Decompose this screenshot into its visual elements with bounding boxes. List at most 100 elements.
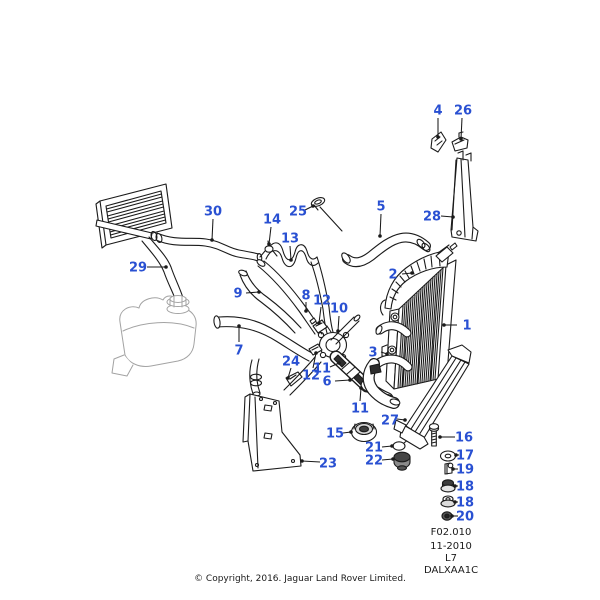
part-callout-8[interactable]: 8	[301, 289, 311, 313]
svg-text:23: 23	[319, 457, 337, 472]
part-callout-23[interactable]: 23	[300, 457, 337, 472]
svg-text:15: 15	[326, 427, 344, 442]
part-callout-24[interactable]: 24	[282, 355, 300, 380]
diagram-line-art	[95, 131, 479, 521]
part-callout-27[interactable]: 27	[381, 414, 407, 429]
hose-13-drawing	[265, 242, 334, 334]
hose-9-drawing	[238, 269, 302, 334]
bush-18a-drawing	[440, 479, 456, 493]
hose-29-drawing	[141, 236, 185, 305]
bush-18b-drawing	[440, 495, 456, 508]
svg-text:20: 20	[456, 510, 474, 525]
svg-text:7: 7	[234, 344, 243, 359]
part-callout-12[interactable]: 12	[313, 294, 331, 325]
bleed-rod-25-drawing	[310, 197, 343, 232]
svg-text:30: 30	[204, 205, 222, 220]
feed-stub-drawing	[249, 358, 263, 397]
radiator-bottom-hose-drawing	[362, 358, 401, 409]
hose-8-drawing	[256, 259, 322, 335]
svg-text:10: 10	[330, 302, 348, 317]
part-callout-29[interactable]: 29	[129, 261, 168, 276]
svg-text:21: 21	[365, 441, 383, 456]
part-callout-19[interactable]: 19	[451, 463, 474, 478]
ring-21-drawing	[392, 440, 408, 451]
svg-text:19: 19	[456, 463, 474, 478]
drawing-catalog-code: DALXAA1C	[424, 565, 478, 576]
bleed-pipe-10-drawing	[330, 314, 361, 345]
svg-text:27: 27	[381, 414, 399, 429]
svg-text:4: 4	[433, 104, 442, 119]
svg-text:9: 9	[233, 287, 242, 302]
part-callout-1[interactable]: 1	[442, 319, 472, 334]
svg-text:14: 14	[263, 213, 281, 228]
hose-7-drawing	[213, 315, 313, 362]
part-callout-11[interactable]: 11	[313, 361, 341, 377]
part-callout-20[interactable]: 20	[450, 510, 474, 525]
svg-text:11: 11	[313, 362, 331, 377]
radiator-drawing	[380, 242, 458, 390]
part-callout-18[interactable]: 18	[453, 496, 474, 511]
part-callout-25[interactable]: 25	[289, 204, 315, 220]
svg-text:24: 24	[282, 355, 300, 370]
part-callout-17[interactable]: 17	[454, 449, 474, 464]
bolt-16-drawing	[428, 423, 440, 447]
part-callout-28[interactable]: 28	[423, 210, 455, 225]
shield-23-drawing	[242, 393, 302, 472]
expansion-tank-drawing	[111, 295, 197, 377]
nut-20-drawing	[441, 511, 453, 521]
svg-text:11: 11	[351, 402, 369, 417]
svg-text:22: 22	[365, 454, 383, 469]
part-callout-22[interactable]: 22	[365, 454, 395, 469]
svg-text:28: 28	[423, 210, 441, 225]
washer-17-drawing	[439, 450, 457, 462]
oil-cooler-drawing	[95, 183, 173, 249]
svg-text:6: 6	[322, 375, 331, 390]
svg-text:12: 12	[313, 294, 331, 309]
drawing-date: 11-2010	[430, 541, 472, 552]
svg-text:16: 16	[455, 431, 473, 446]
svg-text:29: 29	[129, 261, 147, 276]
part-callout-26[interactable]: 26	[454, 104, 472, 141]
svg-text:26: 26	[454, 104, 472, 119]
part-callout-15[interactable]: 15	[326, 427, 353, 442]
part-callout-11[interactable]: 11	[351, 386, 369, 417]
part-callout-7[interactable]: 7	[234, 324, 244, 359]
part-callout-21[interactable]: 21	[365, 441, 394, 456]
part-callout-3[interactable]: 3	[368, 346, 389, 361]
copyright-notice: © Copyright, 2016. Jaguar Land Rover Lim…	[194, 574, 406, 584]
part-callout-14[interactable]: 14	[263, 213, 281, 246]
svg-text:25: 25	[289, 205, 307, 220]
hose-behind-shield-drawing	[283, 356, 322, 396]
part-callout-16[interactable]: 16	[438, 431, 473, 446]
part-callout-18[interactable]: 18	[453, 480, 474, 495]
hose-5-drawing	[341, 232, 431, 268]
part-callout-30[interactable]: 30	[204, 205, 222, 242]
bracket-28-drawing	[450, 150, 479, 242]
hose-30-drawing	[155, 232, 263, 263]
svg-text:3: 3	[368, 346, 377, 361]
part-callout-4[interactable]: 4	[433, 104, 443, 139]
svg-text:13: 13	[281, 232, 299, 247]
part-callout-6[interactable]: 6	[322, 375, 352, 390]
drawing-model-code: L7	[445, 553, 457, 564]
svg-text:18: 18	[456, 496, 474, 511]
part-callout-5[interactable]: 5	[376, 200, 386, 238]
svg-text:2: 2	[388, 268, 397, 283]
part-callout-9[interactable]: 9	[233, 287, 261, 302]
svg-text:8: 8	[301, 289, 310, 304]
plug-22-drawing	[393, 451, 411, 471]
part-callout-2[interactable]: 2	[388, 268, 414, 283]
grommet-15-drawing	[350, 421, 378, 443]
part-callout-10[interactable]: 10	[330, 302, 348, 333]
svg-text:12: 12	[302, 369, 320, 384]
svg-text:18: 18	[456, 480, 474, 495]
deflector-27-drawing	[393, 344, 472, 450]
drawing-number: F02.010	[431, 527, 472, 538]
part-callout-12[interactable]: 12	[302, 351, 320, 384]
svg-text:1: 1	[462, 319, 471, 334]
drawing-code-block: F02.010 11-2010 L7 DALXAA1C	[424, 527, 478, 576]
part-callout-13[interactable]: 13	[281, 232, 299, 262]
svg-text:17: 17	[456, 449, 474, 464]
